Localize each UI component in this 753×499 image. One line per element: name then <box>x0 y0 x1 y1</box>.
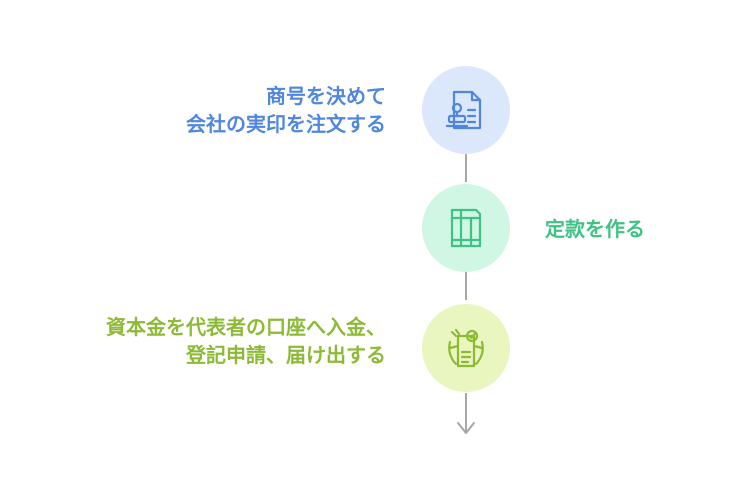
step-1-label: 商号を決めて 会社の実印を注文する <box>186 82 386 138</box>
connector-line <box>465 393 467 433</box>
step-3-label: 資本金を代表者の口座へ入金、 登記申請、届け出する <box>106 313 386 369</box>
signed-form-icon <box>448 328 484 368</box>
arrow-down-icon <box>457 422 475 434</box>
stamp-document-icon <box>445 90 482 130</box>
step-2-circle <box>422 184 510 272</box>
step-3-label-line-2: 登記申請、届け出する <box>186 343 386 367</box>
step-3-circle <box>422 304 510 392</box>
step-2-label: 定款を作る <box>545 215 645 243</box>
step-2-label-line-1: 定款を作る <box>545 217 645 241</box>
step-1-circle <box>422 66 510 154</box>
document-pages-icon <box>450 208 482 248</box>
step-1-label-line-1: 商号を決めて <box>266 84 386 108</box>
connector-line <box>465 154 467 182</box>
step-1-label-line-2: 会社の実印を注文する <box>186 112 386 136</box>
step-3-label-line-1: 資本金を代表者の口座へ入金、 <box>106 315 386 339</box>
connector-line <box>465 272 467 300</box>
